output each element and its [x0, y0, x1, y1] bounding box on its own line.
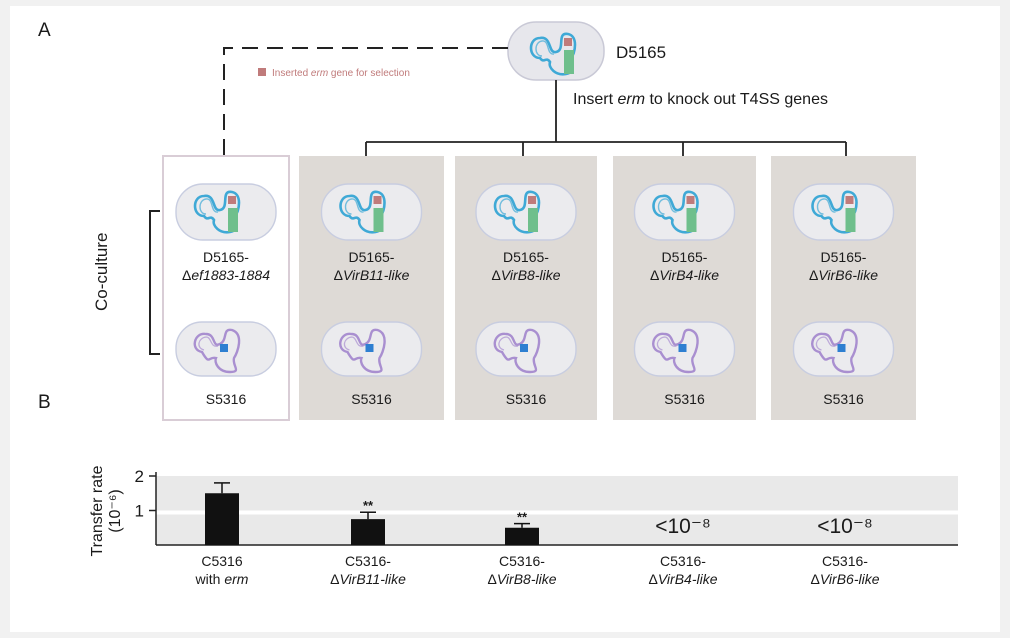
bar [505, 527, 539, 545]
x-tick-label-line2: ΔVirB6-like [810, 571, 879, 587]
knockout-donor-cell [633, 183, 736, 241]
coculture-bracket [149, 210, 160, 355]
recipient-plasmid [811, 328, 858, 374]
recipient-cell [475, 321, 577, 377]
donor-cell [507, 21, 605, 81]
x-tick-label-line1: C5316- [660, 553, 706, 569]
x-tick-label-line2: ΔVirB11-like [330, 571, 406, 587]
erm-legend-swatch [258, 68, 266, 76]
below-detection-label: <10⁻⁸ [655, 515, 711, 538]
knockout-donor-cell [175, 183, 277, 241]
strain-label-line1: D5165- [662, 249, 708, 265]
donor-name: D5165 [616, 43, 666, 62]
erm-legend-text: Inserted erm gene for selection [272, 68, 410, 79]
panel-label-a: A [38, 20, 51, 41]
donor-plasmid [529, 32, 577, 76]
knockout-donor-plasmid [652, 190, 699, 234]
strain-label-line2: ΔVirB6-like [809, 267, 878, 283]
significance-label: ** [363, 498, 374, 513]
control-dashed-connector [223, 47, 508, 166]
recipient-label: S5316 [351, 391, 392, 407]
knockout-donor-plasmid [493, 190, 541, 234]
y-tick-label: 2 [135, 467, 144, 486]
recipient-cell [633, 321, 736, 377]
strain-label-line1: D5165- [503, 249, 549, 265]
x-tick-label-line2: ΔVirB8-like [487, 571, 556, 587]
recipient-plasmid [493, 328, 541, 374]
strain-label-line2: ΔVirB4-like [650, 267, 719, 283]
strain-label-line1: D5165- [821, 249, 867, 265]
coculture-label: Co-culture [92, 233, 111, 311]
panel-label-b: B [38, 392, 51, 413]
recipient-label: S5316 [206, 391, 247, 407]
recipient-label: S5316 [823, 391, 864, 407]
grid-band [156, 476, 958, 511]
below-detection-label: <10⁻⁸ [817, 515, 873, 538]
x-tick-label-line1: C5316- [822, 553, 868, 569]
transfer-rate-chart: 1 2 Transfer rate(10⁻⁶) C5316 with erm ** C531… [89, 465, 958, 587]
recipient-cell [320, 321, 423, 377]
knockout-donor-cell [792, 183, 895, 241]
recipient-label: S5316 [506, 391, 547, 407]
recipient-plasmid [339, 328, 386, 374]
knockout-donor-plasmid [339, 190, 386, 234]
x-tick-label-line1: C5316 [201, 553, 242, 569]
bar [205, 493, 239, 545]
strain-label-line2: Δef1883-1884 [182, 267, 270, 283]
y-tick-label: 1 [135, 502, 144, 521]
y-axis-label: Transfer rate(10⁻⁶) [89, 465, 124, 556]
strain-label-line1: D5165- [349, 249, 395, 265]
knockout-donor-cell [320, 183, 423, 241]
knockout-instruction: Insert erm to knock out T4SS genes [573, 91, 828, 108]
x-tick-label-line2: ΔVirB4-like [648, 571, 717, 587]
recipient-label: S5316 [664, 391, 705, 407]
bar [351, 519, 385, 545]
grid-band [156, 514, 958, 545]
knockout-donor-plasmid [811, 190, 858, 234]
knockout-donor-cell [475, 183, 577, 241]
significance-label: ** [517, 510, 528, 525]
strain-label-line2: ΔVirB11-like [334, 267, 410, 283]
recipient-cell [175, 321, 277, 377]
figure-canvas: A B D5165 Insert erm to knock out T4SS g… [38, 20, 958, 587]
knockout-donor-plasmid [193, 190, 241, 234]
recipient-cell [792, 321, 895, 377]
strain-label-line1: D5165- [203, 249, 249, 265]
recipient-plasmid [652, 328, 699, 374]
figure: A B D5165 Insert erm to knock out T4SS g… [10, 6, 1000, 632]
x-tick-label-line2: with erm [195, 571, 249, 587]
x-tick-label-line1: C5316- [499, 553, 545, 569]
strain-label-line2: ΔVirB8-like [491, 267, 560, 283]
recipient-plasmid [193, 328, 241, 374]
x-tick-label-line1: C5316- [345, 553, 391, 569]
